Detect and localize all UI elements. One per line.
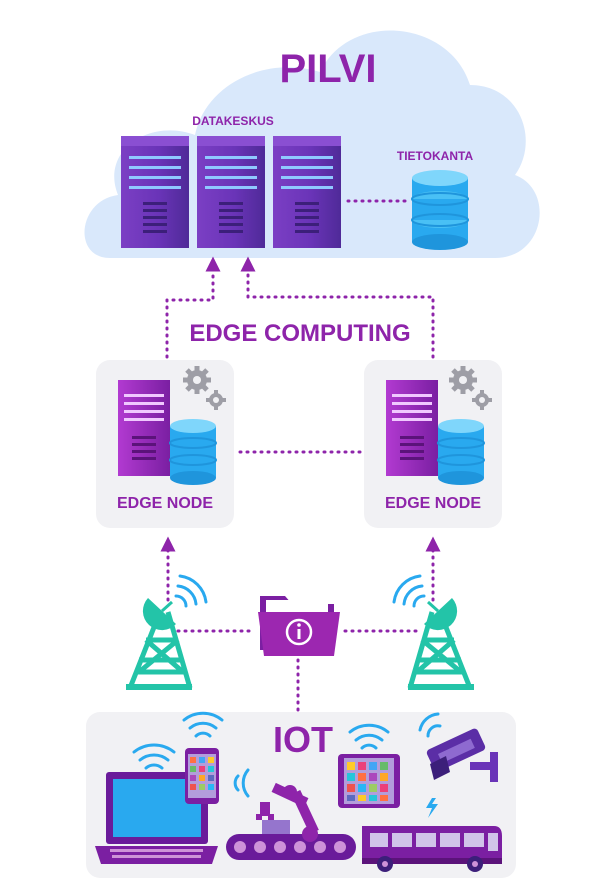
bus-icon — [362, 826, 502, 872]
gear-icon — [183, 366, 226, 410]
antenna-tower-right-icon — [392, 574, 474, 690]
edge-computing-title: EDGE COMPUTING — [189, 320, 410, 347]
antenna-tower-left-icon — [126, 574, 208, 690]
edge-node-right-label: EDGE NODE — [385, 495, 481, 512]
wifi-icon — [182, 711, 224, 738]
database-icon — [411, 170, 469, 250]
datacenter-label: DATAKESKUS — [192, 114, 274, 128]
edge-node-right: EDGE NODE — [364, 360, 502, 528]
edge-node-left: EDGE NODE — [96, 360, 234, 528]
edge-server-right — [386, 380, 438, 476]
tower-to-edge-connectors — [160, 536, 441, 714]
edge-server-left — [118, 380, 170, 476]
info-folder-icon — [258, 596, 340, 656]
tablet-icon — [338, 754, 400, 808]
lightning-icon — [426, 798, 438, 818]
iot-title: IOT — [273, 719, 333, 760]
datacenter-server-3 — [273, 136, 341, 248]
edge-node-left-label: EDGE NODE — [117, 495, 213, 512]
wifi-icon — [233, 768, 250, 798]
laptop-icon — [95, 772, 218, 864]
robot-arm-conveyor-icon — [226, 782, 356, 860]
wifi-icon — [348, 723, 390, 750]
database-label: TIETOKANTA — [397, 149, 474, 163]
datacenter-server-1 — [121, 136, 189, 248]
cloud-group: PILVI DATAKESKUS TIETOKANTA — [84, 30, 540, 259]
smartphone-icon — [185, 748, 219, 804]
edge-db-right-icon — [437, 419, 485, 485]
edge-to-cloud-connectors — [165, 256, 435, 359]
wifi-icon — [132, 743, 176, 770]
gear-icon — [449, 366, 492, 410]
security-camera-icon — [426, 728, 498, 782]
edge-db-left-icon — [169, 419, 217, 485]
datacenter-server-2 — [197, 136, 265, 248]
wifi-icon — [418, 712, 442, 738]
iot-panel: IOT — [86, 711, 516, 878]
cloud-title: PILVI — [279, 47, 376, 91]
